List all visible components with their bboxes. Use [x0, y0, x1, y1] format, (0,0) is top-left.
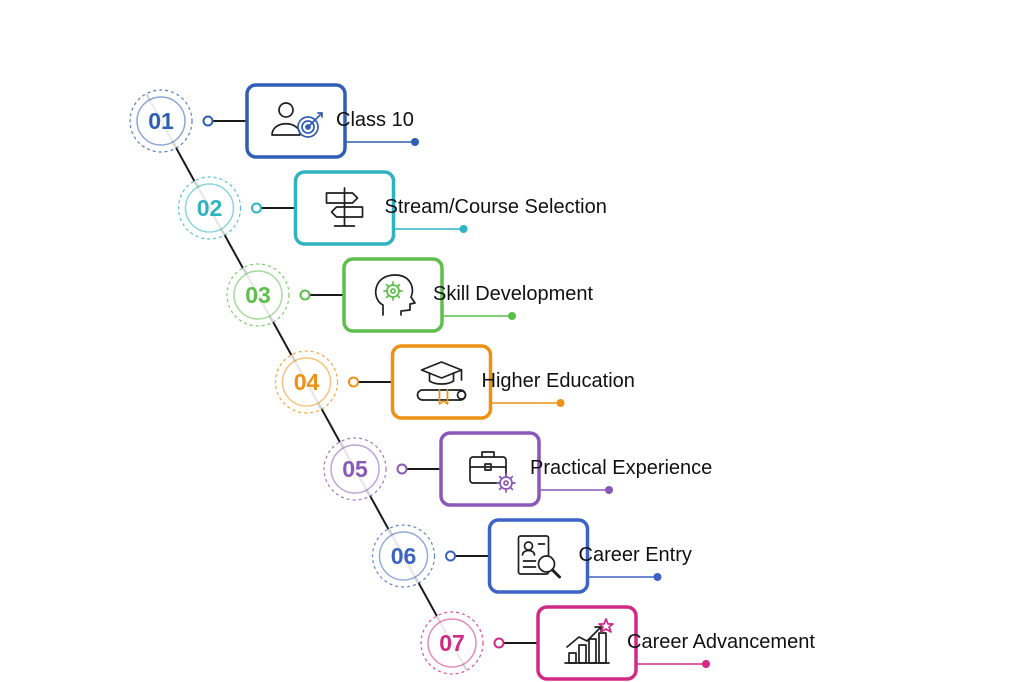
step-02: 02: [177, 170, 468, 246]
badge-inner-ring: [184, 183, 235, 233]
step-number: 05: [342, 456, 368, 482]
label-underline-dot: [605, 486, 613, 494]
label-underline-dot: [702, 660, 710, 668]
step-04: 04: [274, 344, 565, 420]
step-label: Career Entry: [578, 544, 692, 566]
connector-node: [493, 637, 505, 649]
signpost-icon: [325, 187, 364, 227]
icon-box: [245, 83, 347, 159]
step-label: Class 10: [336, 109, 414, 131]
step-03: 03: [226, 257, 516, 333]
step-number: 02: [197, 195, 223, 221]
badge-inner-ring: [427, 618, 477, 668]
head-gear-icon: [374, 274, 416, 316]
step-number: 04: [294, 369, 320, 395]
label-underline-dot: [411, 138, 419, 146]
step-number: 01: [148, 108, 174, 134]
label-underline-dot: [459, 225, 468, 233]
badge-inner-ring: [330, 444, 380, 494]
icon-box: [439, 431, 541, 507]
step-01: 01: [129, 83, 419, 159]
connector-node: [202, 115, 214, 127]
connector-node: [299, 289, 311, 301]
icon-box: [487, 518, 590, 594]
label-underline-dot: [556, 399, 565, 407]
connector-node: [445, 550, 456, 562]
person-target-icon: [271, 102, 323, 138]
badge-inner-ring: [281, 357, 332, 407]
connector-node: [396, 463, 408, 475]
step-07: 07: [420, 605, 710, 681]
briefcase-gear-icon: [469, 451, 516, 493]
step-number: 07: [439, 630, 465, 656]
badge-inner-ring: [378, 531, 429, 581]
growth-chart-star-icon: [564, 618, 614, 664]
step-label: Practical Experience: [530, 457, 713, 479]
step-05: 05: [323, 431, 613, 507]
step-number: 03: [245, 282, 271, 308]
step-06: 06: [371, 518, 662, 594]
badge-inner-ring: [136, 96, 186, 146]
connector-node: [348, 376, 359, 388]
step-label: Higher Education: [481, 370, 635, 392]
step-label: Career Advancement: [627, 631, 815, 653]
resume-search-icon: [517, 535, 561, 579]
step-label: Stream/Course Selection: [384, 196, 607, 218]
step-label: Skill Development: [433, 283, 594, 305]
connector-node: [251, 202, 262, 214]
badge-inner-ring: [233, 270, 283, 320]
icon-box: [390, 344, 493, 420]
graduation-cap-diploma-icon: [416, 361, 467, 405]
step-number: 06: [391, 543, 417, 569]
label-underline-dot: [508, 312, 516, 320]
label-underline-dot: [653, 573, 662, 581]
icon-box: [342, 257, 444, 333]
icon-box: [536, 605, 638, 681]
